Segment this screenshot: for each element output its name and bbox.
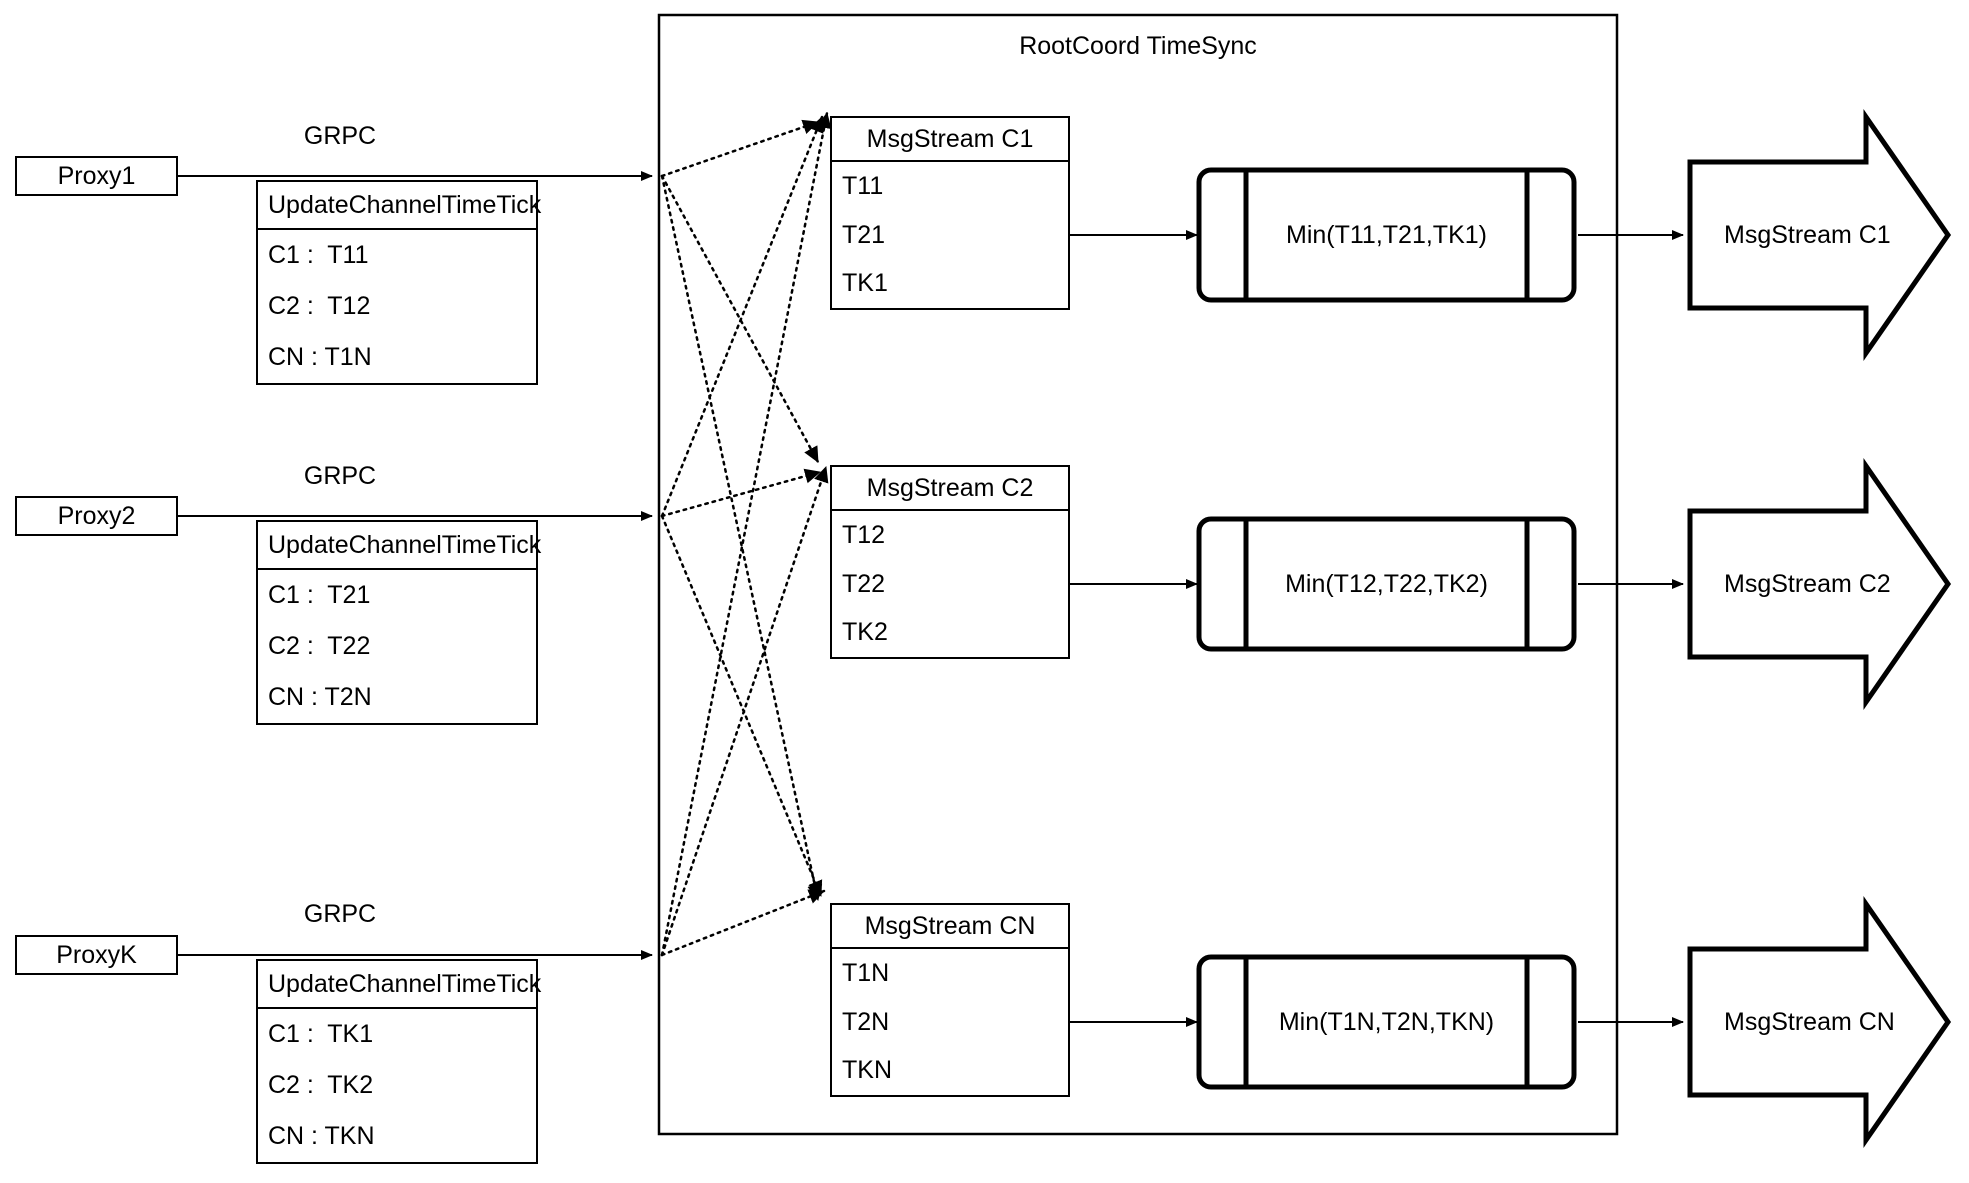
msgstream-row: T1N xyxy=(842,958,890,987)
request-row: C1 : TK1 xyxy=(268,1020,374,1048)
request-rows-proxy2: C1 : T21 C2 : T22 CN : T2N xyxy=(258,570,536,723)
proxy-box-proxyk[interactable]: ProxyK xyxy=(15,935,178,975)
request-box-proxy1[interactable]: UpdateChannelTimeTick C1 : T11 C2 : T12 … xyxy=(256,180,541,385)
request-rows-proxyk: C1 : TK1 C2 : TK2 CN : TKN xyxy=(258,1009,536,1162)
msgstream-box-cn[interactable]: MsgStream CN T1N T2N TKN xyxy=(830,903,1070,1097)
msgstream-row: T22 xyxy=(842,569,886,598)
msgstream-row: T2N xyxy=(842,1007,890,1036)
proxy-box-proxy1[interactable]: Proxy1 xyxy=(15,156,178,196)
msgstream-row: TK1 xyxy=(842,269,888,298)
min-process-c1[interactable]: Min(T11,T21,TK1) xyxy=(1246,170,1527,300)
msgstream-box-c1[interactable]: MsgStream C1 T11 T21 TK1 xyxy=(830,116,1070,310)
msgstream-row: TKN xyxy=(842,1056,892,1085)
min-process-label-cn: Min(T1N,T2N,TKN) xyxy=(1278,1007,1495,1036)
output-arrow-label-cn: MsgStream CN xyxy=(1724,1007,1895,1036)
msgstream-rows-c2: T12 T22 TK2 xyxy=(832,511,1068,657)
request-row: CN : T1N xyxy=(268,343,372,371)
request-row: CN : T2N xyxy=(268,683,372,711)
msgstream-header-c1: MsgStream C1 xyxy=(832,118,1068,162)
rootcoord-title: RootCoord TimeSync xyxy=(1019,32,1257,60)
output-arrow-c1[interactable]: MsgStream C1 xyxy=(1690,162,1910,308)
request-box-proxy2[interactable]: UpdateChannelTimeTick C1 : T21 C2 : T22 … xyxy=(256,520,541,725)
request-header-proxy2: UpdateChannelTimeTick xyxy=(258,522,541,570)
stream-to-process-connectors xyxy=(1070,230,1198,1027)
msgstream-row: T21 xyxy=(842,220,886,249)
request-row: C2 : TK2 xyxy=(268,1071,374,1099)
msgstream-row: T12 xyxy=(842,520,886,549)
grpc-label-proxyk: GRPC xyxy=(303,900,377,928)
timetick-dispatch-connectors xyxy=(660,111,832,957)
process-to-output-connectors xyxy=(1578,230,1684,1027)
request-row: C2 : T22 xyxy=(268,632,371,660)
request-rows-proxy1: C1 : T11 C2 : T12 CN : T1N xyxy=(258,230,536,383)
msgstream-rows-cn: T1N T2N TKN xyxy=(832,949,1068,1095)
proxy-box-proxy2[interactable]: Proxy2 xyxy=(15,496,178,536)
msgstream-row: TK2 xyxy=(842,618,888,647)
grpc-label-proxy1: GRPC xyxy=(303,122,377,150)
grpc-label-proxy2: GRPC xyxy=(303,462,377,490)
output-arrow-cn[interactable]: MsgStream CN xyxy=(1690,949,1910,1095)
request-header-proxy1: UpdateChannelTimeTick xyxy=(258,182,541,230)
msgstream-header-cn: MsgStream CN xyxy=(832,905,1068,949)
min-process-c2[interactable]: Min(T12,T22,TK2) xyxy=(1246,519,1527,649)
request-box-proxyk[interactable]: UpdateChannelTimeTick C1 : TK1 C2 : TK2 … xyxy=(256,959,541,1164)
request-row: C1 : T11 xyxy=(268,241,369,269)
request-row: C1 : T21 xyxy=(268,581,371,609)
msgstream-row: T11 xyxy=(842,171,884,200)
output-arrow-label-c1: MsgStream C1 xyxy=(1724,220,1891,249)
output-arrow-c2[interactable]: MsgStream C2 xyxy=(1690,511,1910,657)
min-process-label-c1: Min(T11,T21,TK1) xyxy=(1286,220,1487,249)
request-header-proxyk: UpdateChannelTimeTick xyxy=(258,961,541,1009)
min-process-label-c2: Min(T12,T22,TK2) xyxy=(1285,569,1488,598)
output-arrow-label-c2: MsgStream C2 xyxy=(1724,569,1891,598)
msgstream-header-c2: MsgStream C2 xyxy=(832,467,1068,511)
request-row: C2 : T12 xyxy=(268,292,371,320)
msgstream-rows-c1: T11 T21 TK1 xyxy=(832,162,1068,308)
msgstream-box-c2[interactable]: MsgStream C2 T12 T22 TK2 xyxy=(830,465,1070,659)
min-process-cn[interactable]: Min(T1N,T2N,TKN) xyxy=(1246,957,1527,1087)
request-row: CN : TKN xyxy=(268,1122,375,1150)
